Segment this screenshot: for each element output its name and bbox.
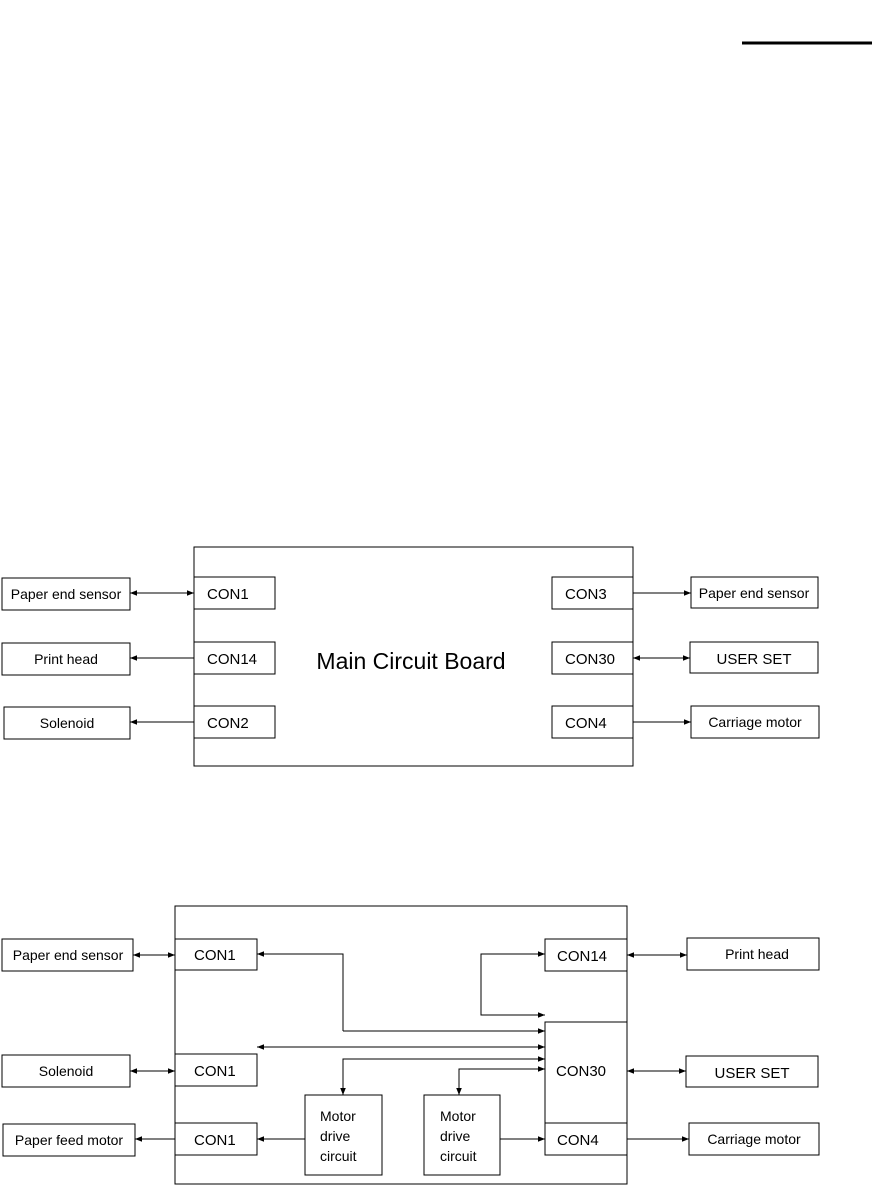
paper-feed-motor-box xyxy=(2,1123,136,1157)
motor-drive-circuit-1 xyxy=(304,1094,383,1176)
carriage-motor-label: Carriage motor xyxy=(708,714,802,730)
paper-feed-motor-label: Paper feed motor xyxy=(15,1132,124,1148)
con1-label: CON1 xyxy=(207,586,249,603)
user-set-box xyxy=(689,641,819,674)
con4-label-2: CON4 xyxy=(557,1132,599,1149)
con1-box xyxy=(193,576,276,610)
con30-box xyxy=(551,641,634,675)
wire-con1-top-con30 xyxy=(257,951,344,1031)
solenoid-label: Solenoid xyxy=(40,715,95,731)
solenoid-label-2: Solenoid xyxy=(39,1063,94,1079)
solenoid-box xyxy=(3,706,131,740)
user-set-label-2: USER SET xyxy=(714,1065,789,1082)
diagram-2: CON1 CON1 CON1 CON14 CON30 CON4 Motor dr… xyxy=(1,905,820,1185)
con30-label: CON30 xyxy=(565,651,615,668)
con2-label: CON2 xyxy=(207,715,249,732)
paper-end-sensor-right-box xyxy=(690,576,819,609)
con4-box-2 xyxy=(544,1122,628,1156)
con1-top-label: CON1 xyxy=(194,947,236,964)
con30-box-2 xyxy=(544,1021,628,1125)
con1-bottom-box xyxy=(174,1122,258,1156)
con1-bottom-label: CON1 xyxy=(194,1132,236,1149)
wire-con30-con14 xyxy=(480,951,545,1018)
con14-box xyxy=(193,641,276,675)
board-title: Main Circuit Board xyxy=(316,648,505,674)
paper-end-sensor-right-label: Paper end sensor xyxy=(699,585,810,601)
motor-drive-1-line-3: circuit xyxy=(320,1148,357,1164)
print-head-box xyxy=(1,642,131,676)
solenoid-box-2 xyxy=(1,1054,131,1088)
motor-drive-2-line-1: Motor xyxy=(440,1108,476,1124)
carriage-motor-label-2: Carriage motor xyxy=(707,1131,801,1147)
wire-con30-motor-drive-2 xyxy=(456,1066,545,1095)
paper-end-sensor-box-2 xyxy=(1,938,134,972)
motor-drive-1-line-1: Motor xyxy=(320,1108,356,1124)
user-set-box-2 xyxy=(685,1055,819,1088)
motor-drive-1-line-2: drive xyxy=(320,1128,351,1144)
paper-end-sensor-label-2: Paper end sensor xyxy=(13,947,124,963)
con2-box xyxy=(193,705,276,739)
print-head-box-2 xyxy=(686,937,820,971)
diagram-1: Main Circuit Board CON1 CON14 CON2 CON3 … xyxy=(1,546,820,767)
con3-label: CON3 xyxy=(565,586,607,603)
con30-label-2: CON30 xyxy=(556,1063,606,1080)
con14-label-2: CON14 xyxy=(557,948,607,965)
con4-label: CON4 xyxy=(565,715,607,732)
con14-label: CON14 xyxy=(207,651,257,668)
print-head-label-2: Print head xyxy=(725,946,789,962)
con1-middle-box xyxy=(174,1053,258,1087)
paper-end-sensor-label: Paper end sensor xyxy=(11,586,122,602)
motor-drive-circuit-2 xyxy=(423,1094,501,1176)
motor-drive-2-line-2: drive xyxy=(440,1128,471,1144)
user-set-label: USER SET xyxy=(716,651,791,668)
motor-drive-2-line-3: circuit xyxy=(440,1148,477,1164)
print-head-label: Print head xyxy=(34,651,98,667)
wire-con30-motor-drive-1 xyxy=(340,1056,545,1095)
con1-middle-label: CON1 xyxy=(194,1063,236,1080)
carriage-motor-box-2 xyxy=(688,1122,820,1156)
